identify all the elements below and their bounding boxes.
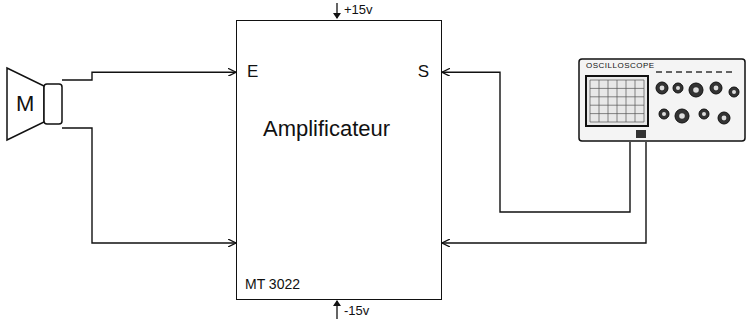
- signal-wire: [62, 128, 236, 243]
- amplifier-title: Amplificateur: [263, 117, 390, 141]
- model-number: MT 3022: [245, 277, 300, 292]
- signal-wire: [62, 72, 236, 80]
- microphone: M: [6, 66, 64, 142]
- microphone-outline: [6, 66, 64, 142]
- supply-arrowhead: [333, 13, 341, 19]
- input-label: E: [247, 63, 258, 82]
- supply-arrowhead: [333, 300, 341, 306]
- device-brand: OSCILLOSCOPE: [586, 62, 655, 71]
- oscilloscope: OSCILLOSCOPE: [578, 58, 746, 142]
- signal-wire: [442, 142, 646, 243]
- supply-voltage: -15v: [343, 303, 370, 318]
- supply-voltage: +15v: [343, 2, 374, 17]
- output-label: S: [418, 63, 429, 82]
- amplifier-box: E S Amplificateur MT 3022: [236, 20, 442, 300]
- microphone-letter: M: [16, 92, 34, 116]
